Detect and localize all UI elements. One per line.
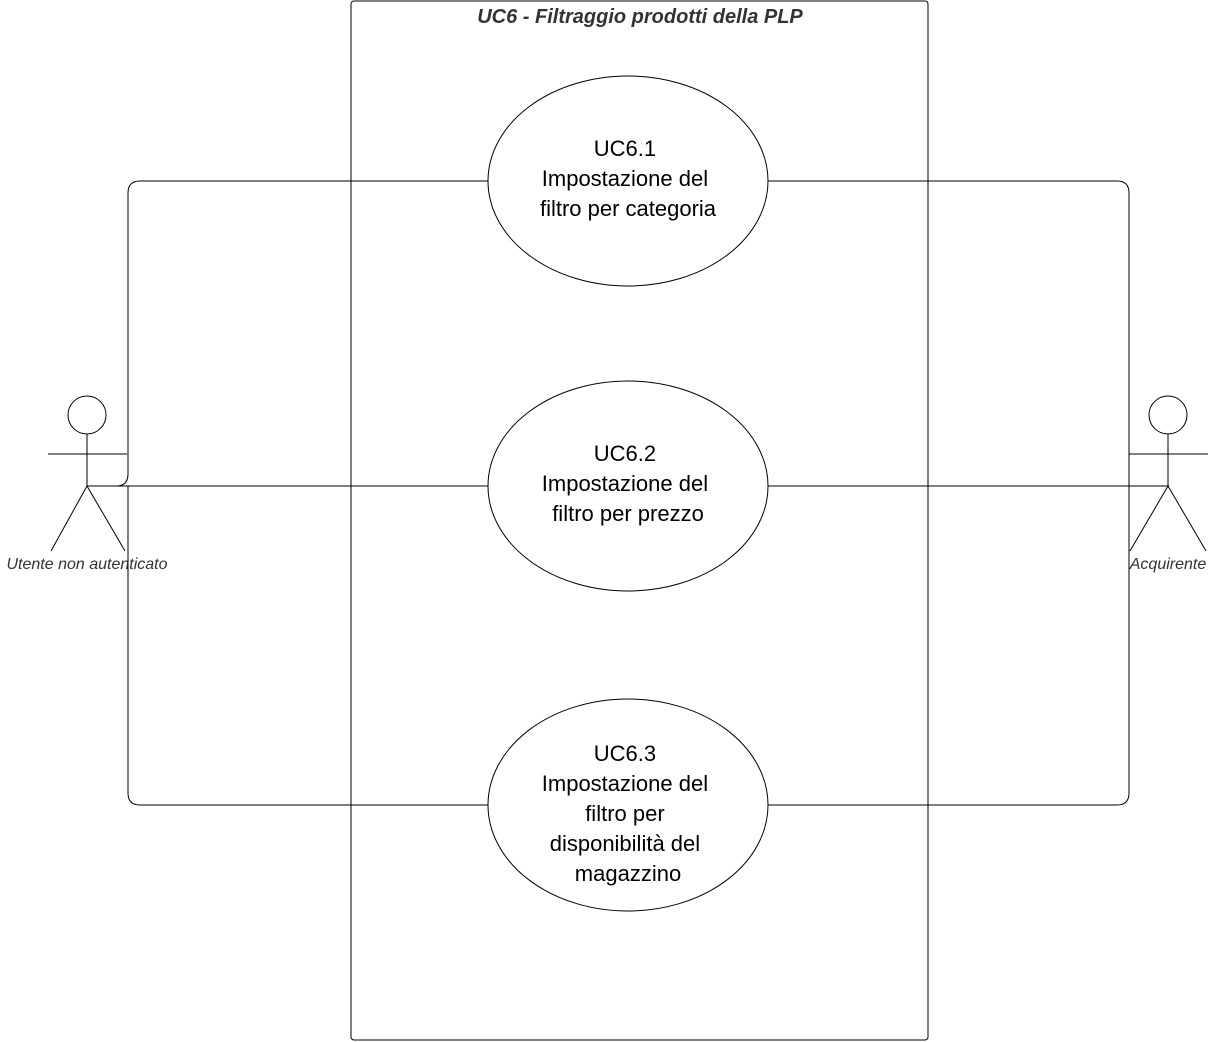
use-case-uc6-1: UC6.1 Impostazione del filtro per catego…	[487, 75, 769, 287]
actor-left-head	[67, 395, 107, 435]
svg-text:UC6.2 Impostazione del: UC6.2 Impostazione del filtro per prezzo	[542, 441, 714, 526]
uc6-1-line-3: filtro per categoria	[540, 196, 717, 221]
uc6-1-line-1: UC6.1	[594, 136, 656, 161]
uc6-3-line-3: filtro per	[585, 801, 664, 826]
actor-left: Utente non autenticato	[6, 395, 168, 573]
uc6-3-line-2: Impostazione del	[542, 771, 708, 796]
actor-right-head	[1148, 395, 1188, 435]
uc6-2-line-3: filtro per prezzo	[552, 501, 704, 526]
system-title: UC6 - Filtraggio prodotti della PLP	[477, 6, 803, 28]
uc6-3-line-4: disponibilità del	[550, 831, 700, 856]
svg-text:UC6.1 Impostazione del: UC6.1 Impostazione del filtro per catego…	[540, 136, 717, 221]
association-right-uc63	[768, 486, 1130, 806]
uc6-1-line-2: Impostazione del	[542, 166, 708, 191]
association-left-uc63	[127, 486, 488, 806]
uc6-2-line-2: Impostazione del	[542, 471, 708, 496]
svg-text:UC6.3 Impostazione del: UC6.3 Impostazione del filtro per dispon…	[542, 741, 714, 886]
actor-left-label: Utente non autenticato	[6, 556, 167, 573]
actor-right: Acquirente	[1129, 395, 1208, 573]
uc6-3-line-1: UC6.3	[594, 741, 656, 766]
association-left-uc61	[87, 180, 488, 487]
uc6-2-line-1: UC6.2	[594, 441, 656, 466]
association-right-uc61	[768, 180, 1130, 486]
uc6-3-line-5: magazzino	[575, 861, 681, 886]
system-boundary	[350, 0, 929, 1041]
use-case-uc6-2: UC6.2 Impostazione del filtro per prezzo	[487, 380, 769, 592]
use-case-uc6-3: UC6.3 Impostazione del filtro per dispon…	[487, 698, 769, 912]
actor-right-label: Acquirente	[1129, 556, 1207, 573]
